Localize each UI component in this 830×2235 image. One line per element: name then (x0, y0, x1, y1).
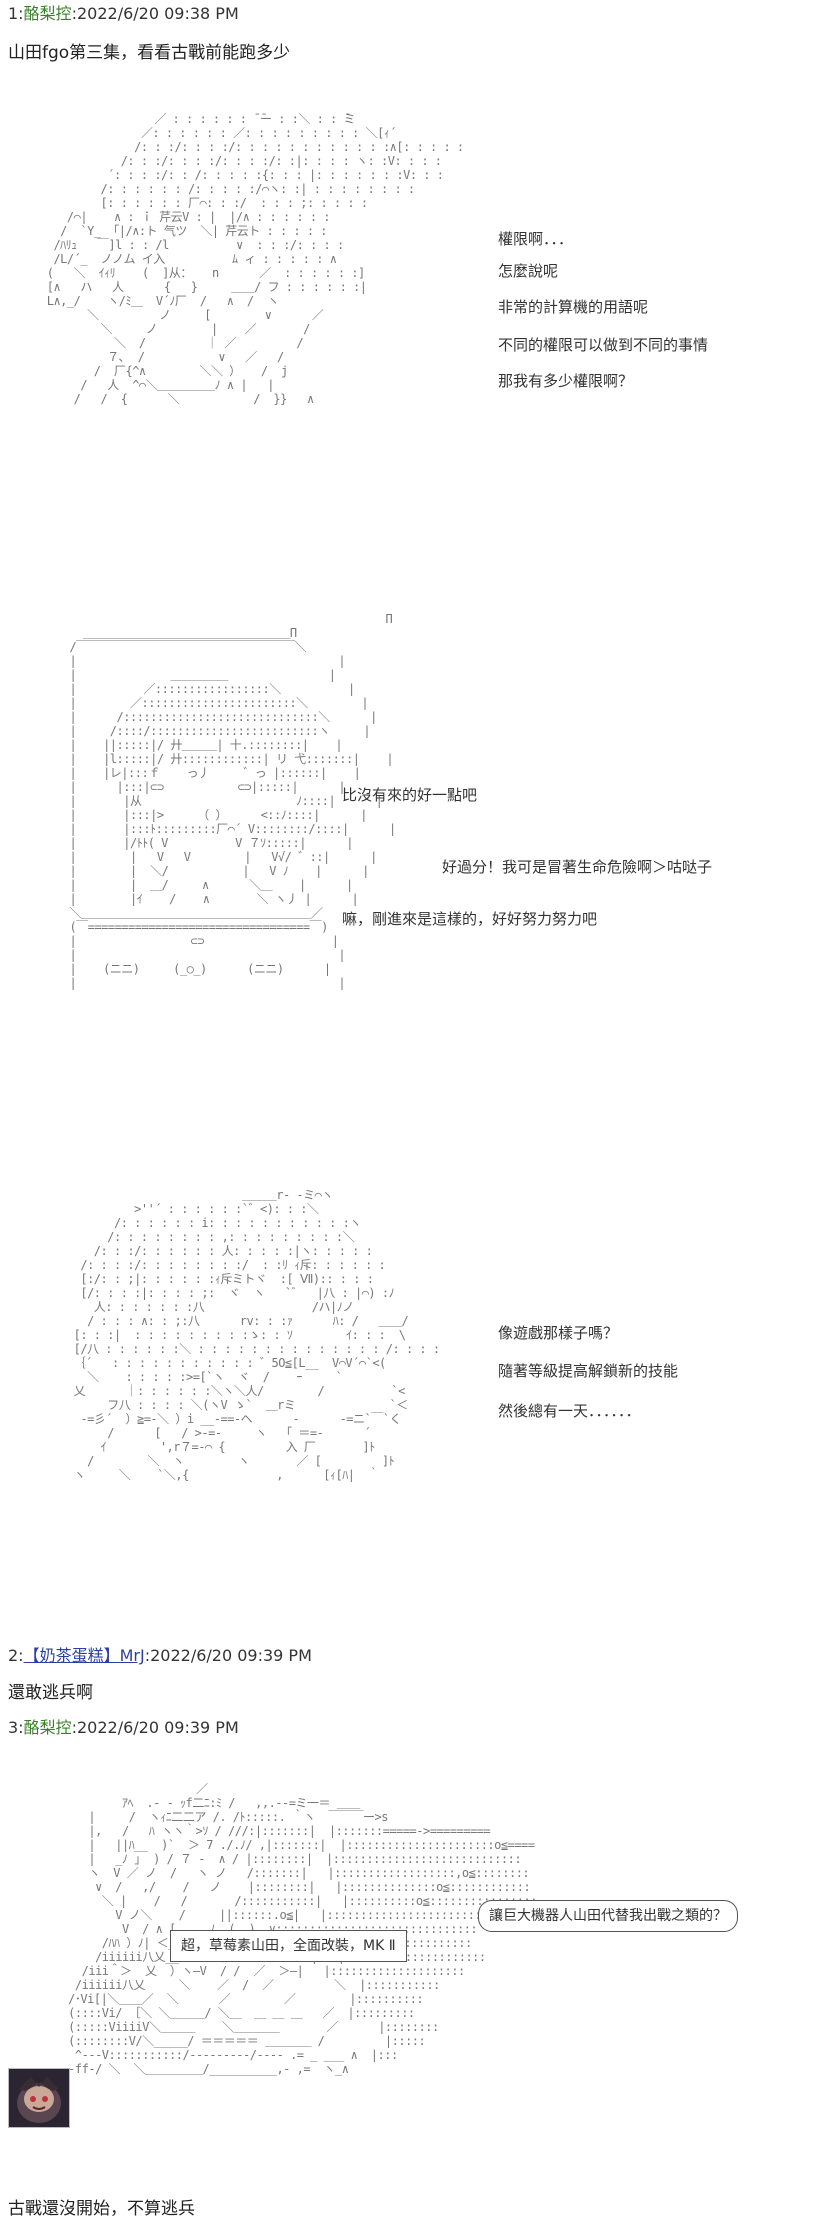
separator: : (71, 4, 77, 23)
post-text: 還敢逃兵啊 (8, 1683, 93, 1703)
avatar-image (9, 2069, 69, 2127)
separator: : (144, 1646, 151, 1665)
ascii-art-scene-2: Π ＿＿＿＿＿＿＿＿＿＿＿＿＿＿＿＿＿＿Π /￣￣￣￣￣￣￣￣￣￣￣￣￣￣￣￣￣… (69, 612, 396, 990)
post-header: 3:酪梨控:2022/6/20 09:39 PM (8, 1718, 239, 1738)
poster-name[interactable]: 酪梨控 (23, 1718, 72, 1737)
post-header: 1:酪梨控:2022/6/20 09:38 PM (8, 4, 239, 24)
scene-3-line: 然後總有一天．．．．．． (498, 1402, 641, 1420)
scene-3-line: 像遊戲那樣子嗎？ (498, 1324, 619, 1342)
speech-box-right: 讓巨大機器人山田代替我出戰之類的？ (478, 1900, 738, 1932)
post-number: 2: (8, 1646, 24, 1665)
scene-1-line: 怎麼說呢 (498, 262, 559, 280)
scene-3-line: 隨著等級提高解鎖新的技能 (498, 1362, 679, 1380)
scene-1-line: 非常的計算機的用語呢 (498, 298, 649, 316)
scene-1-line: 權限啊．．． (498, 230, 574, 248)
post-time: 2022/6/20 09:39 PM (150, 1646, 312, 1665)
post-number: 3: (8, 1718, 24, 1737)
ascii-art-scene-3: ＿＿＿r- -ミ⌒ヽ >''´ : : : : : :`゛<): : :＼ /:… (73, 1188, 440, 1482)
post-text: 山田fgo第三集，看看古戰前能跑多少 (8, 43, 291, 63)
separator: : (71, 1718, 77, 1737)
post-time: 2022/6/20 09:38 PM (76, 4, 239, 23)
post-header: 2:【奶茶蛋糕】MrJ:2022/6/20 09:39 PM (8, 1646, 312, 1666)
ascii-art-scene-4: ／ ｱﾍ .- - ｯf二ﾆ:ﾐ / ,,.--=ミ一＝ ＿＿ | / ヽｨﾆ二… (61, 1782, 537, 2076)
poster-name[interactable]: 酪梨控 (23, 4, 72, 23)
scene-1-line: 那我有多少權限啊？ (498, 372, 634, 390)
speech-box-left: 超，草莓素山田，全面改裝，MK Ⅱ (170, 1930, 407, 1962)
post-time: 2022/6/20 09:39 PM (76, 1718, 239, 1737)
scene-1-line: 不同的權限可以做到不同的事情 (498, 336, 709, 354)
poster-name[interactable]: MrJ (119, 1646, 145, 1665)
post-text: 古戰還沒開始，不算逃兵 (8, 2199, 195, 2219)
ascii-art-scene-1: ／ : : : : : : ̄ ̄ー : :＼ : : ̄ミ ／: : : : … (46, 112, 464, 406)
scene-2-line: 比沒有來的好一點吧 (342, 786, 478, 804)
scene-2-line: 嘛，剛進來是這樣的，好好努力努力吧 (342, 910, 598, 928)
avatar[interactable] (8, 2068, 70, 2128)
post-number: 1: (8, 4, 24, 23)
poster-name-tag[interactable]: 【奶茶蛋糕】 (23, 1646, 120, 1665)
scene-2-line: 好過分！我可是冒著生命危險啊＞咕哒子 (442, 858, 713, 876)
